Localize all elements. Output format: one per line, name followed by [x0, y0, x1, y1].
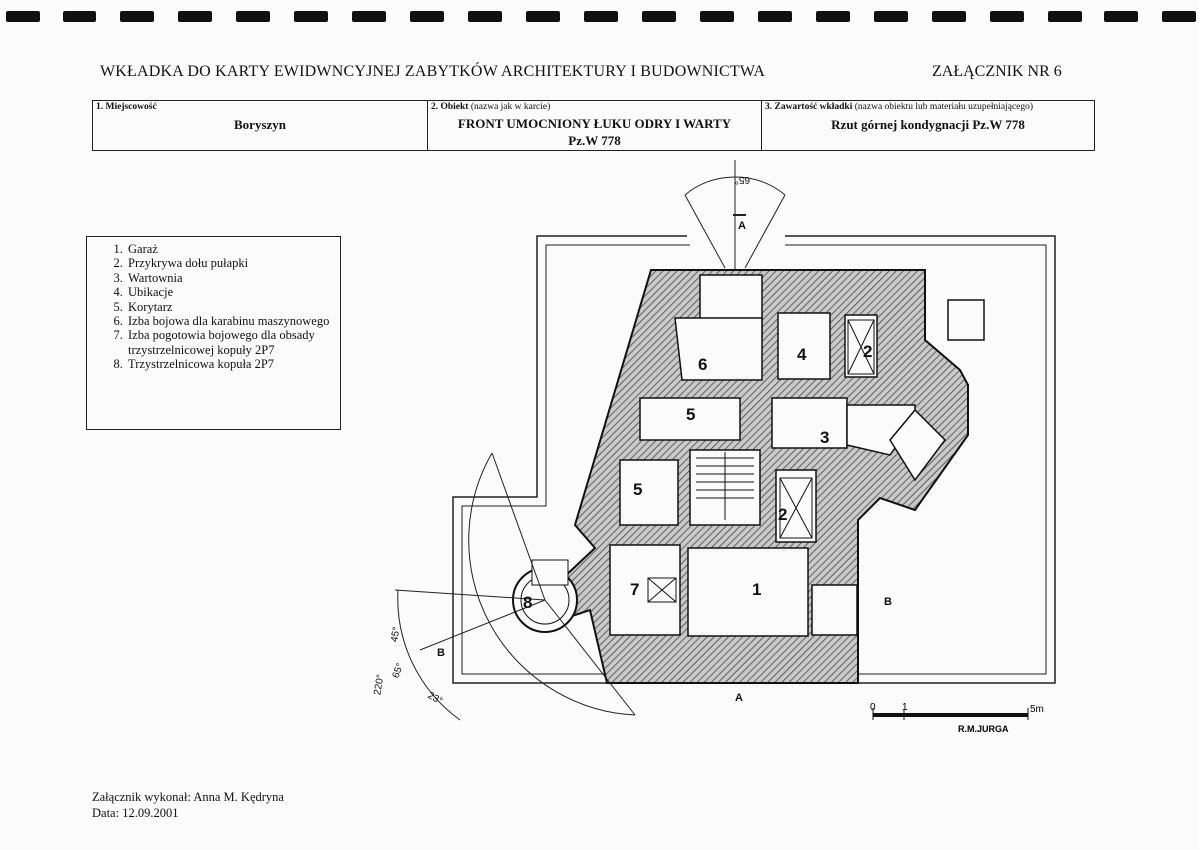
section-mark: A — [735, 692, 743, 704]
section-mark: B — [437, 647, 445, 659]
object-label-note: (nazwa jak w karcie) — [468, 102, 551, 112]
room-number: 2 — [863, 342, 872, 361]
content-value: Rzut górnej kondygnacji Pz.W 778 — [831, 117, 1025, 132]
trap-covers — [647, 319, 875, 603]
room-number: 7 — [630, 580, 639, 599]
binder-strip — [0, 11, 1199, 23]
content-cell: 3. Zawartość wkładki (nazwa obiektu lub … — [762, 101, 1094, 150]
object-cell: 2. Obiekt (nazwa jak w karcie) FRONT UMO… — [428, 101, 762, 150]
object-value-line2: Pz.W 778 — [568, 133, 621, 148]
section-mark: B — [884, 596, 892, 608]
room-number: 2 — [778, 505, 787, 524]
room-number: 3 — [820, 428, 829, 447]
legend-item: Izba bojowa dla karabinu maszynowego — [126, 314, 334, 328]
angle-label: 65° — [735, 174, 750, 185]
legend-box: Garaż Przykrywa dołu pułapki Wartownia U… — [86, 236, 341, 430]
angle-label: 45° — [389, 626, 402, 643]
room-number: 1 — [752, 580, 761, 599]
legend-item: Izba pogotowia bojowego dla obsady trzys… — [126, 328, 334, 357]
firing-sector — [394, 452, 636, 721]
locality-value: Boryszyn — [234, 117, 286, 132]
site-boundary — [452, 235, 1056, 684]
legend-item: Wartownia — [126, 271, 334, 285]
scale-label: 1 — [902, 702, 908, 713]
plan-author: R.M.JURGA — [958, 724, 1009, 734]
scale-label: 0 — [870, 702, 876, 713]
room-number: 5 — [686, 405, 695, 424]
room-number: 6 — [698, 355, 707, 374]
section-marks: A A B B — [437, 220, 892, 704]
room-number: 8 — [523, 593, 532, 612]
locality-label: 1. Miejscowość — [96, 102, 157, 112]
header-table: 1. Miejscowość Boryszyn 2. Obiekt (nazwa… — [92, 100, 1095, 151]
legend-item: Ubikacje — [126, 285, 334, 299]
locality-cell: 1. Miejscowość Boryszyn — [93, 101, 428, 150]
scale-label: 5m — [1030, 704, 1044, 715]
stairs — [696, 452, 754, 520]
angle-label: 65° — [391, 662, 407, 680]
legend-item: Korytarz — [126, 300, 334, 314]
made-by: Załącznik wykonał: Anna M. Kędryna — [92, 790, 284, 804]
annex-number: ZAŁĄCZNIK NR 6 — [932, 63, 1062, 80]
room-labels: 1 2 2 3 4 5 5 6 7 8 — [523, 342, 872, 612]
section-mark: A — [738, 220, 746, 232]
floor-plan: 1 2 2 3 4 5 5 6 7 8 A A B B 65° 45° 65° … — [372, 160, 1056, 734]
content-label: 3. Zawartość wkładki — [765, 102, 853, 112]
room-number: 4 — [797, 345, 807, 364]
date: Data: 12.09.2001 — [92, 806, 179, 820]
legend-item: Trzystrzelnicowa kopuła 2P7 — [126, 357, 334, 371]
document-title: WKŁADKA DO KARTY EWIDWNCYJNEJ ZABYTKÓW A… — [100, 63, 766, 80]
object-label: 2. Obiekt — [431, 102, 469, 112]
scale-bar: 0 1 5m R.M.JURGA — [870, 702, 1044, 734]
top-sector — [684, 160, 786, 270]
room-number: 5 — [633, 480, 642, 499]
object-value-line1: FRONT UMOCNIONY ŁUKU ODRY I WARTY — [457, 116, 732, 131]
legend-item: Przykrywa dołu pułapki — [126, 256, 334, 270]
legend-item: Garaż — [126, 242, 334, 256]
angle-label: 220° — [372, 674, 386, 696]
content-label-note: (nazwa obiektu lub materiału uzupełniają… — [852, 102, 1034, 112]
